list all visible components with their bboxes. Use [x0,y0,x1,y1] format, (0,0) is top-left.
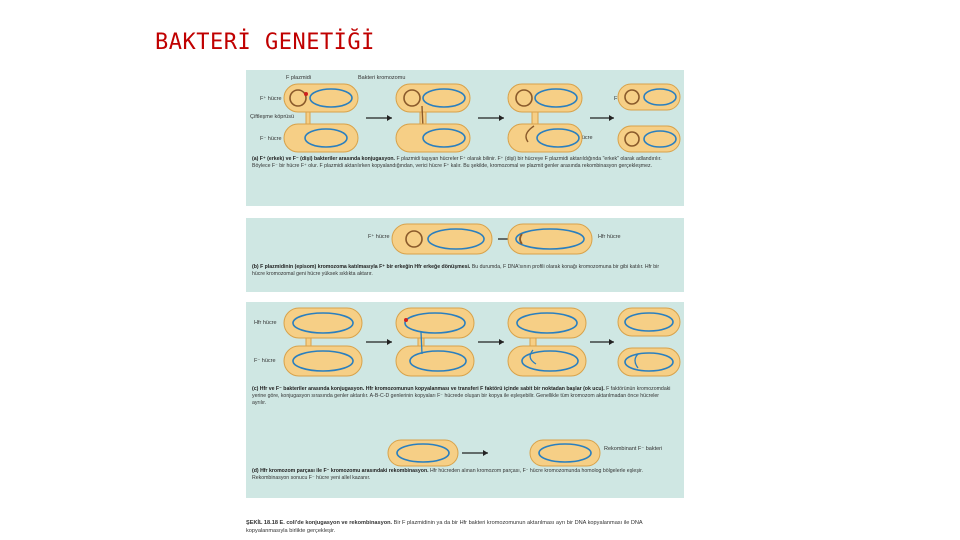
figure-caption-text: Bir F plazmidinin ya da bir Hfr bakteri … [246,520,643,534]
caption-d-bold: (d) Hfr kromozom parçası ile F⁻ kromozom… [252,468,429,474]
label-b-hfr: Hfr hücre [598,234,621,240]
caption-b-text: Bu durumda, F DNA'sının profili olarak k… [252,264,660,278]
stage-c3 [507,307,587,377]
panel-a: F plazmidi Bakteri kromozomu F⁺ hücre Çi… [246,70,684,206]
panel-b-diagram: F⁺ hücre Hfr hücre [368,223,621,255]
label-f-plus: F⁺ hücre [260,95,282,102]
caption-c-text: F faktörünün kromozomdaki yerine göre, k… [252,386,671,407]
stage-a2 [395,83,471,153]
figure-caption-bold: ŞEKİL 18.18 E. coli'de konjugasyon ve re… [246,520,393,526]
label-f-minus: F⁻ hücre [260,136,282,142]
caption-b-bold: (b) F plazmidinin (episom) kromozoma kat… [252,264,471,270]
conjugation-figure: F plazmidi Bakteri kromozomu F⁺ hücre Çi… [246,70,684,538]
label-chromosome: Bakteri kromozomu [358,75,405,81]
caption-d-text: Hfr hücreden alınan kromozom parçası, F⁻… [252,468,643,482]
caption-a: (a) F⁺ (erkek) ve F⁻ (dişi) bakteriler a… [252,156,672,170]
label-b-f-plus: F⁺ hücre [368,233,390,240]
stage-c4 [617,307,681,377]
label-c-f-minus: F⁻ hücre [254,358,276,364]
panel-a-diagram: F plazmidi Bakteri kromozomu F⁺ hücre Çi… [250,75,681,153]
caption-c-bold: (c) Hfr ve F⁻ bakteriler arasında konjug… [252,386,605,392]
panel-c: Hfr hücre F⁻ hücre [246,302,684,498]
caption-a-bold: (a) F⁺ (erkek) ve F⁻ (dişi) bakteriler a… [252,156,395,162]
figure-caption: ŞEKİL 18.18 E. coli'de konjugasyon ve re… [246,519,684,535]
label-f-plasmid: F plazmidi [286,75,311,81]
panel-d-diagram: Rekombinant F⁻ bakteri [387,439,662,467]
stage-a4 [617,83,681,153]
label-pilus: Çiftleşme köprüsü [250,114,294,120]
label-c-hfr: Hfr hücre [254,320,277,326]
page-title: BAKTERİ GENETİĞİ [155,30,375,55]
caption-a-text: F plazmidi taşıyan hücreler F⁺ olarak bi… [252,156,662,170]
panel-c-diagram: Hfr hücre F⁻ hücre [254,307,681,377]
stage-c1 [283,307,363,377]
label-d-recombinant: Rekombinant F⁻ bakteri [604,446,662,452]
stage-a3 [507,83,583,153]
caption-c: (c) Hfr ve F⁻ bakteriler arasında konjug… [252,386,672,408]
stage-a1 [283,83,359,153]
caption-d: (d) Hfr kromozom parçası ile F⁻ kromozom… [252,468,672,482]
caption-b: (b) F plazmidinin (episom) kromozoma kat… [252,264,672,278]
panel-b: F⁺ hücre Hfr hücre (b) F plazmidinin (ep… [246,218,684,292]
stage-c2 [395,307,475,377]
